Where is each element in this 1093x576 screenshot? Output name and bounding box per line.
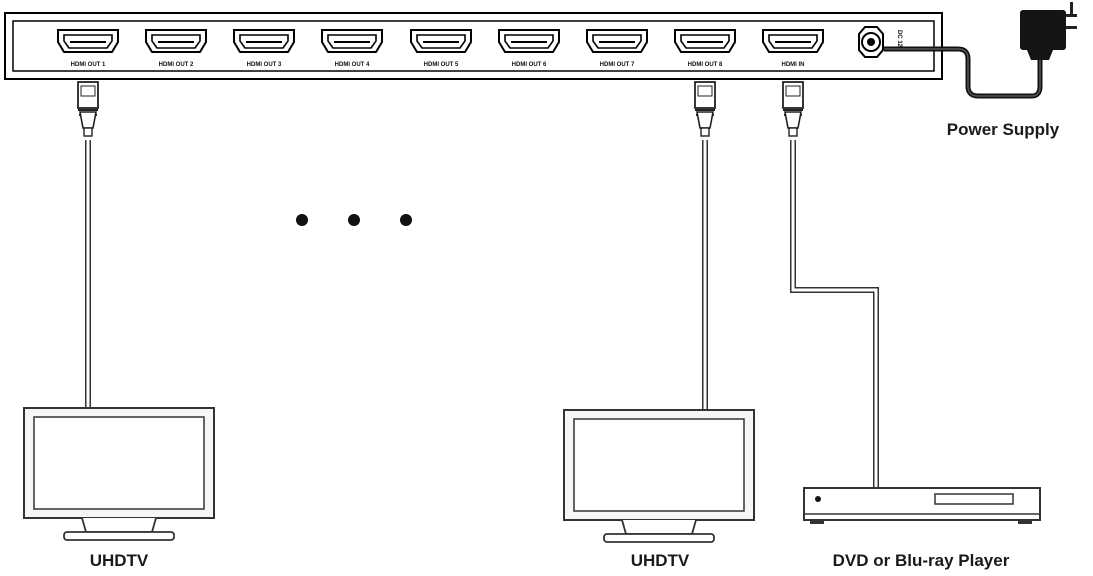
monitor-icon-right [563, 409, 755, 543]
hdmi-port-out-2[interactable] [145, 29, 207, 53]
port-label-in: HDMI IN [782, 62, 805, 68]
dc-12v-label: DC 12V [896, 30, 902, 51]
tv-left-label: UHDTV [90, 551, 149, 570]
port-label-out-2: HDMI OUT 2 [159, 62, 194, 68]
ellipsis-dots [296, 214, 412, 226]
player-label: DVD or Blu-ray Player [833, 551, 1010, 570]
tv-right-label: UHDTV [631, 551, 690, 570]
hdmi-port-out-5[interactable] [410, 29, 472, 53]
hdmi-plug-out-1 [77, 81, 99, 137]
hdmi-port-in[interactable] [762, 29, 824, 53]
hdmi-splitter: HDMI OUT 1 HDMI OUT 2 HDMI OUT 3 HDMI OU… [4, 12, 943, 80]
power-supply-label: Power Supply [947, 120, 1060, 139]
hdmi-port-out-1[interactable] [57, 29, 119, 53]
port-label-out-4: HDMI OUT 4 [335, 62, 370, 68]
power-adapter-icon [884, 2, 1077, 99]
port-label-out-6: HDMI OUT 6 [512, 62, 547, 68]
hdmi-port-out-8[interactable] [674, 29, 736, 53]
hdmi-plug-in [782, 81, 804, 137]
port-label-out-7: HDMI OUT 7 [600, 62, 635, 68]
dvd-player-icon [803, 487, 1041, 524]
hdmi-plug-out-8 [694, 81, 716, 137]
hdmi-port-out-7[interactable] [586, 29, 648, 53]
monitor-icon-left [23, 407, 215, 541]
hdmi-port-out-6[interactable] [498, 29, 560, 53]
port-label-out-5: HDMI OUT 5 [424, 62, 459, 68]
port-label-out-1: HDMI OUT 1 [71, 62, 106, 68]
hdmi-port-out-4[interactable] [321, 29, 383, 53]
port-label-out-8: HDMI OUT 8 [688, 62, 723, 68]
hdmi-port-out-3[interactable] [233, 29, 295, 53]
cable-in [790, 140, 879, 488]
dc-power-jack[interactable] [858, 26, 884, 58]
port-label-out-3: HDMI OUT 3 [247, 62, 282, 68]
